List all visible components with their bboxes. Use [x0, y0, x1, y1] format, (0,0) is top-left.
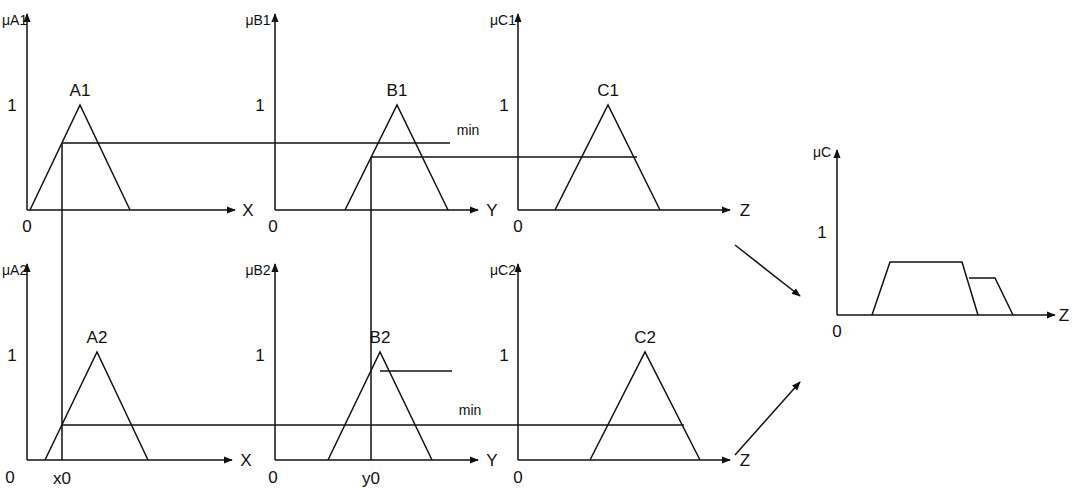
aggregation-arrow: [735, 245, 800, 296]
set-name: C1: [597, 82, 619, 99]
set-name: B1: [387, 82, 408, 99]
tick-value: 1: [255, 97, 264, 114]
input-value: x0: [53, 469, 71, 486]
axis: [518, 209, 730, 211]
membership-triangle: [30, 105, 130, 210]
axis-name: μC2: [490, 263, 516, 277]
axis-name: Z: [740, 202, 750, 219]
origin: 0: [268, 469, 277, 486]
axis-name: μA1: [2, 13, 27, 27]
axis: [836, 150, 838, 315]
axis: [27, 209, 235, 211]
axis-name: Z: [740, 452, 750, 469]
set-name: C2: [634, 329, 656, 346]
origin: 0: [5, 469, 14, 486]
tick-value: 1: [499, 347, 508, 364]
origin: 0: [513, 218, 522, 235]
membership-triangle: [45, 352, 148, 460]
axis: [27, 459, 232, 461]
min-line: [380, 370, 452, 372]
axis-name: μB2: [245, 263, 270, 277]
axis-name: μA2: [2, 263, 27, 277]
axis: [275, 459, 478, 461]
operator-name: min: [459, 403, 482, 417]
origin: 0: [268, 218, 277, 235]
tick-value: 1: [499, 97, 508, 114]
axis: [26, 14, 28, 210]
operator-name: min: [457, 123, 480, 137]
axis-name: X: [240, 452, 251, 469]
aggregation-arrow: [735, 382, 800, 455]
axis-name: Y: [486, 202, 497, 219]
tick-value: 1: [7, 347, 16, 364]
aggregated-set: [872, 262, 978, 315]
set-name: A2: [87, 329, 108, 346]
set-name: B2: [370, 329, 391, 346]
axis: [837, 314, 1055, 316]
origin: 0: [832, 323, 841, 340]
origin: 0: [513, 469, 522, 486]
set-name: A1: [70, 82, 91, 99]
axis: [26, 264, 28, 460]
tick-value: 1: [255, 347, 264, 364]
membership-triangle: [328, 352, 432, 460]
tick-value: 1: [817, 224, 826, 241]
membership-triangle: [590, 352, 700, 460]
axis-name: μC: [813, 145, 831, 159]
axis-name: μB1: [245, 13, 270, 27]
axis: [274, 14, 276, 210]
tick-value: 1: [7, 97, 16, 114]
axis: [517, 264, 519, 460]
axis-name: Z: [1059, 307, 1069, 324]
min-line: [62, 424, 684, 426]
input-line: [370, 157, 372, 460]
axis-name: Y: [486, 452, 497, 469]
min-line: [371, 156, 637, 158]
input-value: y0: [362, 469, 380, 486]
axis-name: X: [242, 202, 253, 219]
aggregated-set: [969, 278, 1013, 315]
axis: [518, 459, 730, 461]
axis: [517, 14, 519, 210]
min-line: [62, 142, 450, 144]
axis: [274, 264, 276, 460]
axis-name: μC1: [490, 13, 516, 27]
input-line: [61, 143, 63, 460]
origin: 0: [22, 218, 31, 235]
